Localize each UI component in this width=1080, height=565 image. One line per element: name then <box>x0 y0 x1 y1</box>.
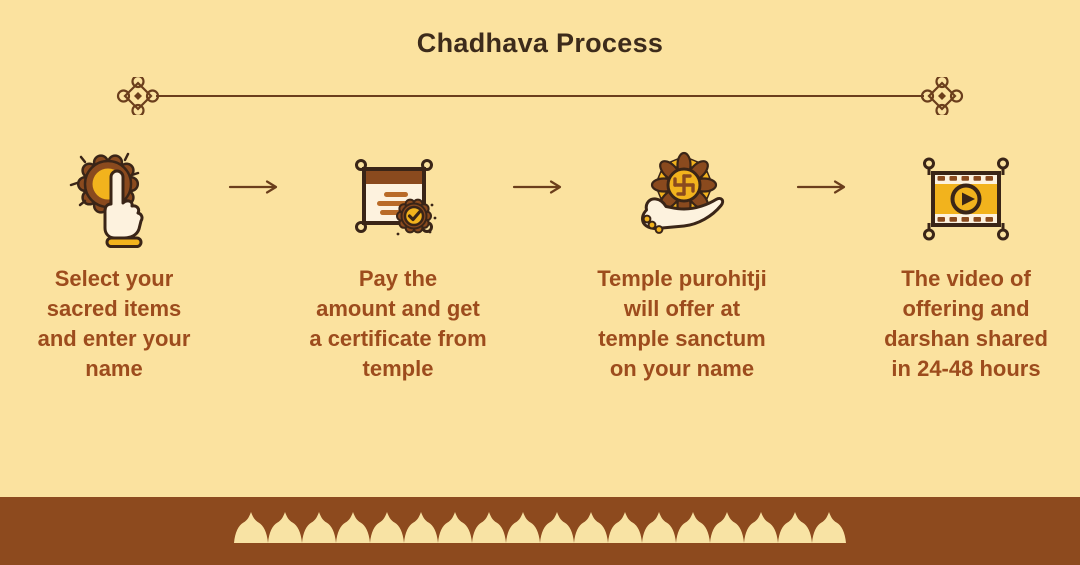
caption-line: and enter your <box>37 326 191 351</box>
caption-line: temple sanctum <box>598 326 766 351</box>
step-caption: Select your sacred items and enter your … <box>38 264 191 384</box>
caption-line: will offer at <box>623 296 741 321</box>
step-caption: Pay the amount and get a certificate fro… <box>309 264 486 384</box>
caption-line: The video of <box>901 266 1031 291</box>
caption-line: offering and <box>902 296 1030 321</box>
caption-line: darshan shared <box>884 326 1048 351</box>
caption-line: in 24-48 hours <box>891 356 1041 381</box>
footer-bar <box>0 497 1080 565</box>
caption-line: Temple purohitji <box>597 266 767 291</box>
arrow-right-icon <box>228 180 278 194</box>
page-title: Chadhava Process <box>416 28 664 58</box>
video-icon <box>923 157 1009 241</box>
caption-line: Pay the <box>358 266 438 291</box>
step-caption: The video of offering and darshan shared… <box>884 264 1048 384</box>
arrow-right-icon <box>796 180 846 194</box>
certificate-icon <box>355 159 437 236</box>
caption-line: Select your <box>54 266 174 291</box>
caption-line: a certificate from <box>309 326 487 351</box>
caption-line: amount and get <box>316 296 480 321</box>
caption-line: sacred items <box>46 296 182 321</box>
temple-domes-pattern-icon <box>234 512 846 543</box>
process-steps: Select your sacred items and enter your … <box>0 149 1080 384</box>
caption-line: temple <box>362 356 434 381</box>
ornamental-divider <box>0 77 1080 115</box>
offering-palm-icon <box>641 151 725 234</box>
step-temple-offering: Temple purohitji will offer at temple sa… <box>568 149 796 384</box>
step-darshan-video: The video of offering and darshan shared… <box>852 149 1080 384</box>
step-caption: Temple purohitji will offer at temple sa… <box>597 264 766 384</box>
step-select-items: Select your sacred items and enter your … <box>0 149 228 384</box>
step-pay-certificate: Pay the amount and get a certificate fro… <box>284 149 512 384</box>
knot-ornament-rule-icon <box>116 77 964 115</box>
caption-line: on your name <box>609 356 755 381</box>
arrow-right-icon <box>512 180 562 194</box>
tap-select-icon <box>69 152 144 248</box>
caption-line: name <box>85 356 143 381</box>
